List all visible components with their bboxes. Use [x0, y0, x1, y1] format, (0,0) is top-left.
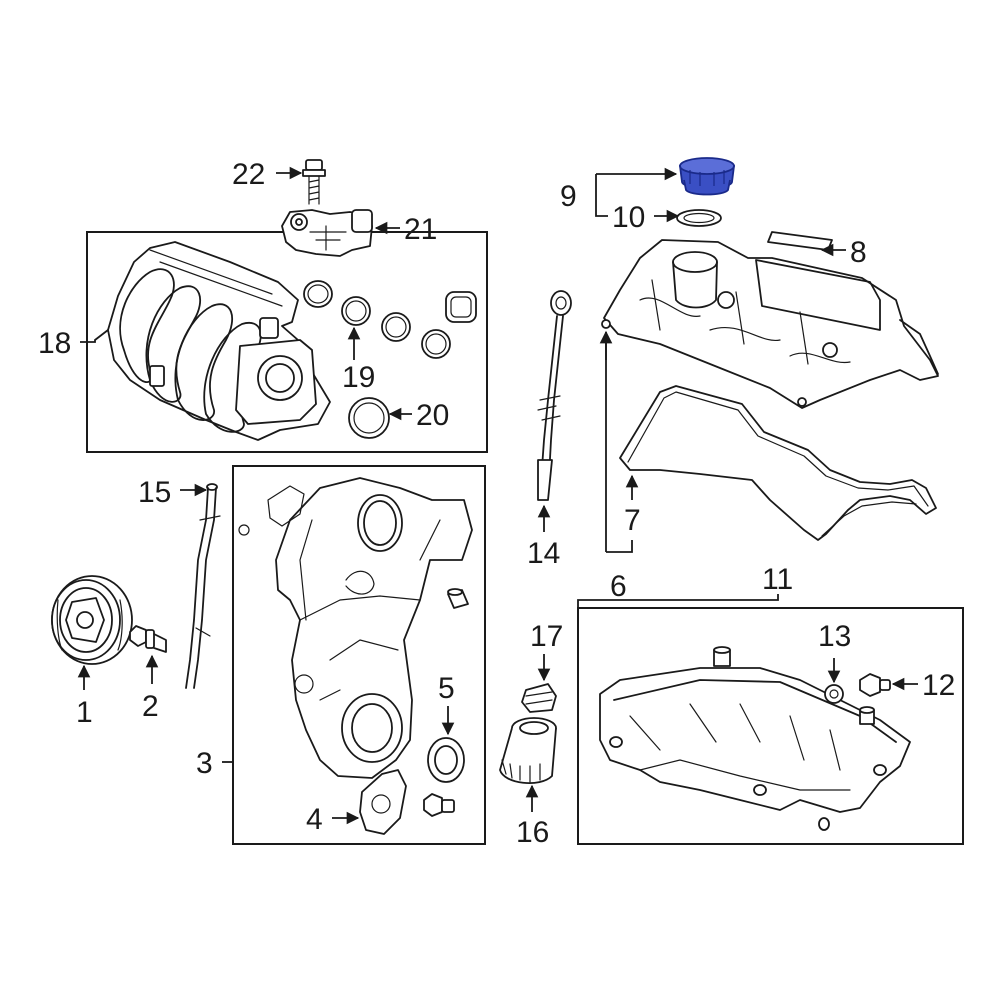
callout-15: 15 — [138, 476, 171, 509]
crank-pulley-1 — [51, 575, 133, 665]
bolt-22 — [302, 159, 326, 205]
callout-19: 19 — [342, 361, 375, 394]
valve-cover-6 — [601, 239, 939, 409]
callout-5: 5 — [438, 672, 455, 705]
callout-17: 17 — [530, 620, 563, 653]
drain-bolt-12 — [859, 673, 891, 697]
callout-1: 1 — [76, 696, 93, 729]
intake-manifold-18 — [107, 241, 331, 441]
oil-pan-11 — [599, 667, 911, 813]
callout-6: 6 — [610, 570, 627, 603]
callout-22: 22 — [232, 158, 265, 191]
fitting-17 — [521, 683, 557, 713]
throttle-gasket-20 — [348, 397, 390, 439]
oil-filter-16 — [499, 717, 557, 784]
drain-washer-13 — [824, 684, 844, 704]
callout-3: 3 — [196, 747, 213, 780]
timing-cover-group-box — [232, 465, 486, 845]
cover-bolt — [423, 793, 455, 817]
sensor-21 — [281, 209, 373, 257]
callout-14: 14 — [527, 537, 560, 570]
callout-11: 11 — [762, 563, 793, 596]
callout-4: 4 — [306, 803, 323, 836]
manifold-gasket-19 — [303, 280, 477, 359]
dipstick-14 — [537, 290, 572, 501]
dipstick-tube-15 — [185, 483, 221, 689]
oil-filler-cap-9 — [678, 157, 736, 196]
callout-2: 2 — [142, 690, 159, 723]
o-ring-10 — [676, 209, 722, 227]
dowel-pin — [447, 588, 469, 609]
oil-pan-group-box — [577, 607, 964, 845]
callout-20: 20 — [416, 399, 449, 432]
cover-gasket-4 — [359, 769, 407, 835]
callout-10: 10 — [612, 201, 645, 234]
leader-lines — [77, 166, 918, 825]
oil-pan-dowels — [713, 646, 875, 831]
callout-12: 12 — [922, 669, 955, 702]
callout-9: 9 — [560, 180, 577, 213]
callout-13: 13 — [818, 620, 851, 653]
callout-18: 18 — [38, 327, 71, 360]
callout-21: 21 — [404, 213, 437, 246]
callout-7: 7 — [624, 504, 641, 537]
timing-chain-cover-3 — [238, 477, 473, 779]
callout-labels: 22 21 18 19 20 9 10 8 15 7 14 6 11 17 13… — [38, 158, 955, 849]
label-8 — [767, 231, 833, 251]
callout-16: 16 — [516, 816, 549, 849]
oil-seal-5 — [427, 737, 465, 783]
callout-8: 8 — [850, 236, 867, 269]
valve-cover-gasket-7 — [619, 385, 937, 541]
pulley-bolt-2 — [129, 625, 167, 653]
